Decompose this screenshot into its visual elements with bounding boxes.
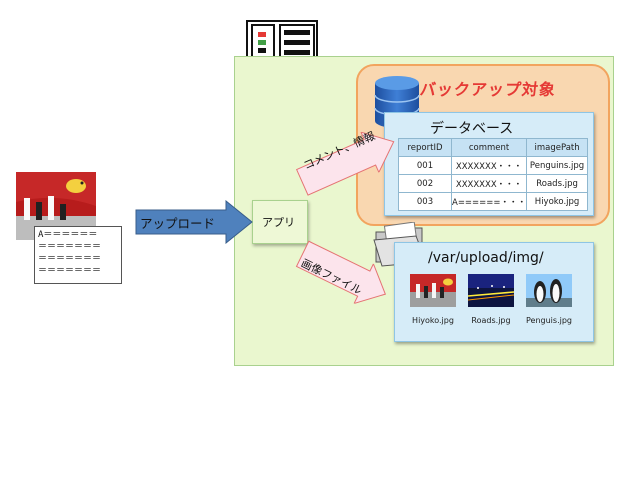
table-cell: 001: [398, 156, 452, 175]
table-cell: XXXXXXX・・・: [450, 156, 528, 175]
comment-info-arrow: [295, 131, 395, 196]
photo-thumbnail: [468, 274, 514, 307]
photo-thumbnail: [526, 274, 572, 307]
column-header: imagePath: [526, 138, 589, 157]
file-name: Penguis.jpg: [526, 316, 572, 325]
table-cell: XXXXXXX・・・: [450, 174, 528, 193]
directory-path: /var/upload/img/: [428, 250, 544, 266]
table-row: 003 A======・・・ Hiyoko.jpg: [398, 192, 589, 211]
app-label: アプリ: [262, 216, 295, 229]
table-cell: A======・・・: [450, 192, 528, 211]
image-file-arrow: [295, 240, 387, 305]
database-table: reportID comment imagePath 001 XXXXXXX・・…: [398, 138, 589, 211]
document-line: ＝＝＝＝＝＝＝: [38, 254, 102, 264]
report-document: A＝＝＝＝＝＝ ＝＝＝＝＝＝＝ ＝＝＝＝＝＝＝ ＝＝＝＝＝＝＝: [34, 226, 122, 284]
column-header: reportID: [398, 138, 452, 157]
upload-label: アップロード: [140, 216, 216, 231]
app-box: [252, 200, 308, 244]
table-header-row: reportID comment imagePath: [398, 138, 589, 157]
table-cell: Roads.jpg: [526, 174, 589, 193]
table-row: 002 XXXXXXX・・・ Roads.jpg: [398, 174, 589, 193]
file-name: Hiyoko.jpg: [412, 316, 454, 325]
table-cell: Hiyoko.jpg: [526, 192, 589, 211]
backup-title: バックアップ対象: [418, 80, 557, 99]
database-title: データベース: [430, 121, 514, 137]
document-line: A＝＝＝＝＝＝: [38, 230, 98, 240]
document-line: ＝＝＝＝＝＝＝: [38, 242, 102, 252]
photo-thumbnail: [410, 274, 456, 307]
table-cell: 003: [398, 192, 452, 211]
upload-arrow: [135, 200, 253, 244]
column-header: comment: [450, 138, 528, 157]
table-cell: Penguins.jpg: [526, 156, 589, 175]
table-row: 001 XXXXXXX・・・ Penguins.jpg: [398, 156, 589, 175]
document-line: ＝＝＝＝＝＝＝: [38, 266, 102, 276]
file-name: Roads.jpg: [471, 316, 511, 325]
table-cell: 002: [398, 174, 452, 193]
